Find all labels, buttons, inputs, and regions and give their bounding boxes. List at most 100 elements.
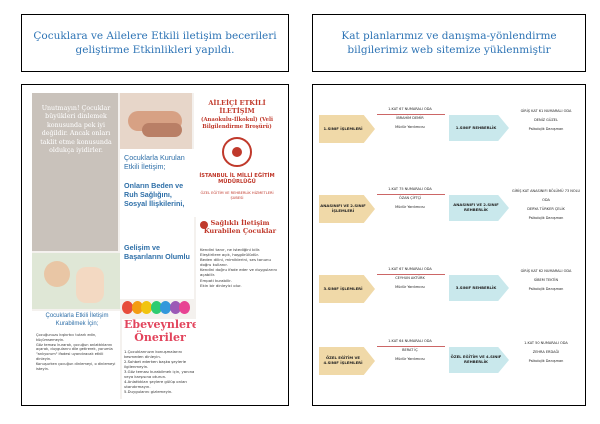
detail-line: GİRİŞ KAT 61 NUMARALI ODA (520, 109, 572, 113)
divider-line (377, 346, 445, 347)
brochure-cover: AİLEİÇİ ETKİLİ İLETİŞİM (Anaokulu-İlkoku… (194, 93, 280, 217)
list-item: Empati kurabilir. (200, 277, 232, 283)
guidance-arrow: ANASINIFI VE 2.SINIF REHBERLİK (449, 195, 509, 221)
advice-list: 1.Çocuklarınızın konuşmalarını kesmeden … (124, 349, 196, 394)
guidance-arrow: 1.SINIF REHBERLİK (449, 115, 509, 141)
list-item: Kendini doğru ifade eder ve duygularını … (200, 267, 277, 278)
detail-line: Müdür Yardımcısı (395, 357, 425, 361)
unit-details: 1.KAT 75 NUMARALI ODA ÖZAN ÇİFTÇİ Müdür Ya… (377, 185, 443, 212)
unit-arrow: ÖZEL EĞİTİM VE 4.SINIF İŞLEMLERİ (319, 347, 375, 375)
detail-line: Müdür Yardımcısı (395, 205, 425, 209)
detail-line: GİRİŞ KAT 62 NUMARALI ODA (520, 269, 572, 273)
detail-line: BERAT İÇ (402, 348, 418, 352)
detail-line: DERYA TÜRKER ÇELİK (527, 207, 565, 211)
caption-right-text: Kat planlarımız ve danışma-yönlendirme b… (341, 30, 557, 56)
detail-line: İBRAHİM DEMİR (396, 116, 424, 120)
detail-line: ÖZAN ÇİFTÇİ (398, 196, 422, 200)
healthy-communication: Sağlıklı İletişim Kurabilen Çocuklar Ken… (196, 217, 280, 399)
list-item: Göz teması kurarak, çocuğun anlattıkları… (36, 342, 113, 361)
list-item: Kendini tanır, ne istediğini bilir. (200, 247, 261, 252)
book-icon (200, 221, 208, 229)
guidance-details: GİRİŞ KAT ANASINIFI BÖLÜMÜ 73 NOLU ODA DE… (511, 187, 581, 223)
hands-photo (120, 93, 192, 149)
list-item: Konuşurken çocuğun dinlemeyi, o dinlemey… (36, 361, 116, 371)
detail-line: 1.KAT 75 NUMARALI ODA (388, 187, 432, 191)
balloon-icon (179, 301, 190, 314)
divider-line (377, 194, 445, 195)
middle-heading-3: Gelişim ve Başarılarını Olumlu (124, 243, 190, 261)
balloon-icon (141, 301, 152, 314)
detail-line: ZEHRA ERDAĞI (532, 350, 560, 354)
unit-details: 1.KAT 64 NUMARALI ODA BERAT İÇ Müdür Yardı… (377, 337, 443, 364)
child-photo (32, 253, 120, 309)
child-shape (76, 267, 104, 303)
detail-line: DENİZ GÜZEL (534, 118, 558, 122)
guidance-arrow: ÖZEL EĞİTİM VE 4.SINIF REHBERLİK (449, 347, 509, 373)
list-item: 4.Anlattıkları şeylere gülüp onları utan… (124, 379, 188, 389)
detail-line: CEYHUN AKTÜRK (395, 276, 425, 280)
detail-line: Psikolojik Danışman (528, 127, 564, 131)
parent-advice: Ebeveynlere Öneriler 1.Çocuklarınızın ko… (122, 319, 196, 399)
detail-line: Psikolojik Danışman (528, 216, 564, 220)
detail-line: Psikolojik Danışman (528, 359, 564, 363)
detail-line: GİRİŞ KAT ANASINIFI BÖLÜMÜ 73 NOLU ODA (511, 189, 581, 202)
tips-list: Çocuğunuzu kışkırtıcı tutarlı edin, küçü… (36, 333, 118, 371)
list-item: Beden dilini, mimiklerini, ses tonunu do… (200, 257, 271, 268)
tips-title: Çocuklarla Etkili İletişim Kurabilmek İç… (45, 313, 109, 327)
list-item: 1.Çocuklarınızın konuşmalarını kesmeden … (124, 349, 183, 359)
communication-tips: Çocuklarla Etkili İletişim Kurabilmek İç… (32, 311, 120, 399)
list-item: Ekin bir dinleyici olur. (200, 282, 242, 288)
brochure-panel: Unutmayın! Çocuklar büyükleri dinlemek k… (21, 84, 289, 406)
middle-column: Çocuklarla Kurulan Etkili İletişim; Onla… (120, 149, 194, 299)
list-item: Çocuğunuzu kışkırtıcı tutarlı edin, küçü… (36, 333, 97, 342)
balloons-decoration (122, 299, 194, 321)
detail-line: Müdür Yardımcısı (395, 285, 425, 289)
unit-arrow: 1.SINIF İŞLEMLERİ (319, 115, 375, 143)
divider-line (377, 274, 445, 275)
quote-text: Unutmayın! Çocuklar büyükleri dinlemek k… (40, 105, 112, 155)
child-shape (44, 261, 70, 287)
detail-line: 1.KAT 67 NUMARALI ODA (388, 267, 432, 271)
guidance-details: GİRİŞ KAT 62 NUMARALI ODA SİBEM TEKTİN Psi… (511, 267, 581, 294)
balloon-icon (160, 301, 171, 314)
floor-plan-panel: 1.SINIF İŞLEMLERİ 1.KAT 67 NUMARALI ODA İB… (312, 84, 586, 406)
guidance-details: 1.KAT 50 NUMARALI ODA ZEHRA ERDAĞI Psikolo… (511, 339, 581, 366)
brochure-title: AİLEİÇİ ETKİLİ İLETİŞİM (208, 99, 266, 115)
healthy-list: Kendini tanır, ne istediğini bilir. Eleş… (200, 247, 278, 288)
middle-heading-1: Çocuklarla Kurulan Etkili İletişim; (124, 153, 185, 171)
quote-area: Unutmayın! Çocuklar büyükleri dinlemek k… (32, 93, 118, 251)
department-name: ÖZEL EĞİTİM VE REHBERLİK HİZMETLERİ ŞUBE… (200, 191, 274, 200)
detail-line: Müdür Yardımcısı (395, 125, 425, 129)
caption-left: Çocuklara ve Ailelere Etkili iletişim be… (21, 14, 289, 72)
emblem-center (232, 147, 242, 157)
hand-shape (142, 123, 182, 137)
advice-title: Ebeveynlere Öneriler (124, 319, 196, 344)
brochure-subtitle: (Anaokulu-İlkokul) (Veli Bilgilendirme B… (200, 117, 274, 130)
divider-line (377, 114, 445, 115)
list-item: 3.Göz teması kurabilmek için, yanına vey… (124, 369, 195, 379)
healthy-title: Sağlıklı İletişim Kurabilen Çocuklar (203, 219, 277, 236)
balloon-icon (122, 301, 133, 314)
detail-line: SİBEM TEKTİN (533, 278, 559, 282)
brochure-image: Unutmayın! Çocuklar büyükleri dinlemek k… (32, 93, 280, 399)
list-item: 5.Duygularını gizlemeyin. (124, 389, 173, 394)
detail-line: 1.KAT 64 NUMARALI ODA (388, 339, 432, 343)
unit-arrow: ANASINIFI VE 2.SINIF İŞLEMLERİ (319, 195, 375, 223)
list-item: 2.Sohbet ederken başka şeylerle ilgilenm… (124, 359, 187, 369)
caption-right: Kat planlarımız ve danışma-yönlendirme b… (312, 14, 586, 72)
meb-emblem-icon (222, 137, 252, 167)
unit-details: 1.KAT 67 NUMARALI ODA CEYHUN AKTÜRK Müdür … (377, 265, 443, 292)
directorate-name: İSTANBUL İL MİLLİ EĞİTİM MÜDÜRLÜĞÜ (199, 173, 275, 186)
detail-line: 1.KAT 50 NUMARALI ODA (524, 341, 568, 345)
unit-details: 1.KAT 67 NUMARALI ODA İBRAHİM DEMİR Müdür … (377, 105, 443, 132)
guidance-arrow: 3.SINIF REHBERLİK (449, 275, 509, 301)
balloon-icon (169, 301, 181, 314)
balloon-icon (131, 301, 143, 314)
caption-left-text: Çocuklara ve Ailelere Etkili iletişim be… (33, 30, 277, 56)
detail-line: Psikolojik Danışman (528, 287, 564, 291)
balloon-icon (150, 301, 162, 314)
middle-heading-2: Onların Beden ve Ruh Sağlığını, Sosyal İ… (124, 181, 185, 208)
guidance-flow: 1.SINIF İŞLEMLERİ 1.KAT 67 NUMARALI ODA İB… (313, 85, 585, 405)
detail-line: 1.KAT 67 NUMARALI ODA (388, 107, 432, 111)
guidance-details: GİRİŞ KAT 61 NUMARALI ODA DENİZ GÜZEL Psik… (511, 107, 581, 134)
